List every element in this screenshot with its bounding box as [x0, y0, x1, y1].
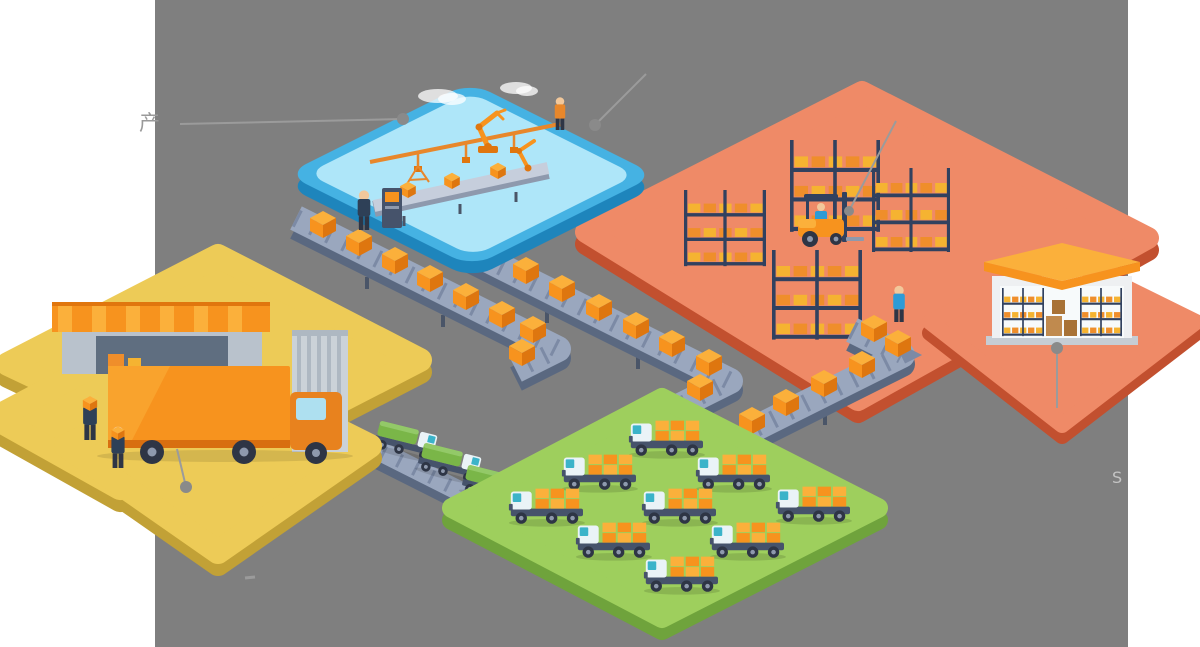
partial-right-label: S [1112, 468, 1122, 487]
forklift [798, 192, 864, 247]
factory-conveyor [372, 162, 550, 226]
robot-arm [516, 139, 536, 172]
conveyor-belt [739, 315, 923, 453]
platform-top [442, 388, 888, 628]
factory-platform [297, 82, 645, 274]
dock-building [52, 302, 270, 374]
callout-dot-dock [180, 481, 192, 493]
crate-stack [1046, 316, 1062, 336]
delivery-truck [775, 486, 852, 525]
cargo-truck [97, 366, 353, 464]
warehouse-platform [575, 81, 1159, 423]
callout-dot-storefront [1051, 342, 1063, 354]
delivery-truck [575, 522, 652, 561]
delivery-truck [709, 522, 786, 561]
control-kiosk [382, 188, 402, 228]
robot-arm [475, 108, 507, 153]
store-building [984, 243, 1140, 345]
delivery-truck [508, 488, 585, 527]
callouts: 产 S [139, 73, 1122, 580]
distribution-platform [442, 388, 888, 640]
callout-line-factory [594, 73, 647, 126]
callout-line-dock [176, 448, 187, 488]
loading-dock-platform [0, 244, 432, 576]
callout-dot-warehouse [844, 206, 854, 216]
callout-line-warehouse [848, 120, 897, 212]
callout-line-production [179, 118, 404, 125]
conveyor-belt [290, 206, 579, 391]
cloud [418, 82, 538, 105]
truck-window [296, 398, 326, 420]
overhead-rail [369, 122, 561, 185]
callout-dot-factory [589, 119, 601, 131]
production-label: 产 [139, 111, 160, 135]
delivery-truck [561, 454, 638, 493]
delivery-truck [628, 420, 705, 459]
callout-tick [244, 575, 256, 580]
callout-dot-production [397, 113, 409, 125]
delivery-truck [695, 454, 772, 493]
delivery-truck [643, 556, 720, 595]
storefront-platform [922, 243, 1200, 444]
delivery-truck [641, 488, 718, 527]
